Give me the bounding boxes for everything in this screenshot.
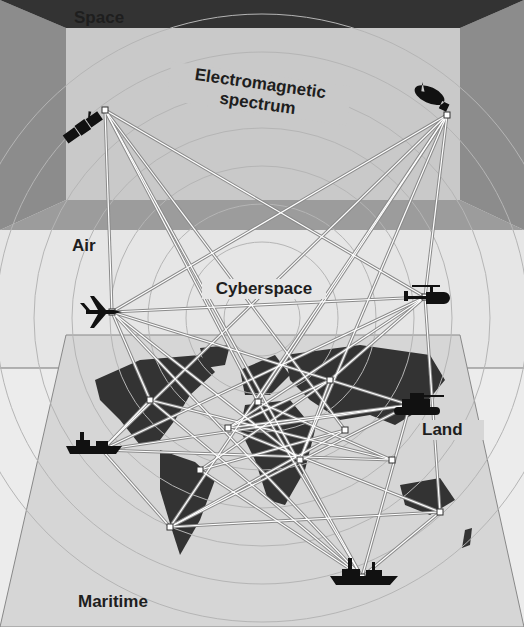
space-right-wall xyxy=(460,0,524,230)
link-line xyxy=(170,115,447,527)
satellite-icon xyxy=(412,80,454,111)
link-line xyxy=(258,402,362,577)
link-line-core xyxy=(102,400,150,450)
link-node xyxy=(225,425,231,431)
maritime-floor xyxy=(0,335,524,627)
link-line-core xyxy=(112,312,362,577)
platform-icons xyxy=(60,80,453,585)
link-line-core xyxy=(105,110,362,577)
link-line-core xyxy=(258,402,362,577)
link-node xyxy=(102,107,108,113)
link-line-core xyxy=(102,115,447,450)
link-line xyxy=(170,430,345,527)
link-line xyxy=(112,297,425,312)
spectrum-ring xyxy=(0,14,524,622)
link-line-core xyxy=(112,297,425,312)
link-node xyxy=(437,509,443,515)
link-node xyxy=(167,524,173,530)
link-line-core xyxy=(112,312,300,460)
link-line xyxy=(330,297,425,380)
link-line xyxy=(102,115,447,450)
link-node xyxy=(255,399,261,405)
ship-icon xyxy=(66,432,122,454)
spectrum-ring xyxy=(0,52,524,584)
link-line-core xyxy=(112,312,150,400)
link-line xyxy=(105,110,112,312)
link-line xyxy=(102,450,170,527)
link-line-core xyxy=(105,110,345,430)
link-line-core xyxy=(105,110,425,297)
domain-label: Maritime xyxy=(76,592,190,612)
link-node xyxy=(389,457,395,463)
domain-label: Space xyxy=(72,8,166,28)
link-line-core xyxy=(105,110,112,312)
link-line-core xyxy=(170,430,345,527)
link-line-core xyxy=(112,312,410,405)
link-line-core xyxy=(228,428,440,512)
ship-icon xyxy=(330,558,398,585)
domain-label: Air xyxy=(70,236,134,256)
link-line xyxy=(170,512,440,527)
link-line-core xyxy=(200,380,330,470)
link-node xyxy=(342,427,348,433)
link-node xyxy=(297,457,303,463)
link-line-core xyxy=(170,115,447,527)
network-links xyxy=(99,107,450,580)
jet-icon xyxy=(80,296,122,328)
link-line xyxy=(112,312,300,460)
link-line-core xyxy=(112,115,447,312)
helicopter-icon xyxy=(404,285,450,304)
link-line-core xyxy=(102,405,410,450)
link-node xyxy=(197,467,203,473)
link-line xyxy=(102,400,150,450)
link-node xyxy=(444,112,450,118)
link-node xyxy=(147,397,153,403)
link-line xyxy=(228,428,440,512)
domain-label: Land xyxy=(420,420,484,440)
space-left-wall xyxy=(0,0,66,230)
spectrum-ring xyxy=(34,90,490,546)
link-line-core xyxy=(102,297,425,450)
tank-icon xyxy=(394,393,444,415)
link-line xyxy=(105,110,258,402)
link-line-core xyxy=(102,450,170,527)
link-line-core xyxy=(228,380,330,428)
link-line-core xyxy=(105,110,258,402)
link-line xyxy=(105,110,345,430)
link-node xyxy=(327,377,333,383)
link-line-core xyxy=(200,430,345,470)
link-line-core xyxy=(170,512,440,527)
link-line-core xyxy=(102,450,392,460)
satellite-icon xyxy=(60,107,104,144)
domain-label: Cyberspace xyxy=(202,279,326,299)
space-back-wall xyxy=(66,28,460,200)
link-line-core xyxy=(258,402,392,460)
link-line-core xyxy=(330,297,425,380)
spectrum-rings xyxy=(0,14,524,622)
